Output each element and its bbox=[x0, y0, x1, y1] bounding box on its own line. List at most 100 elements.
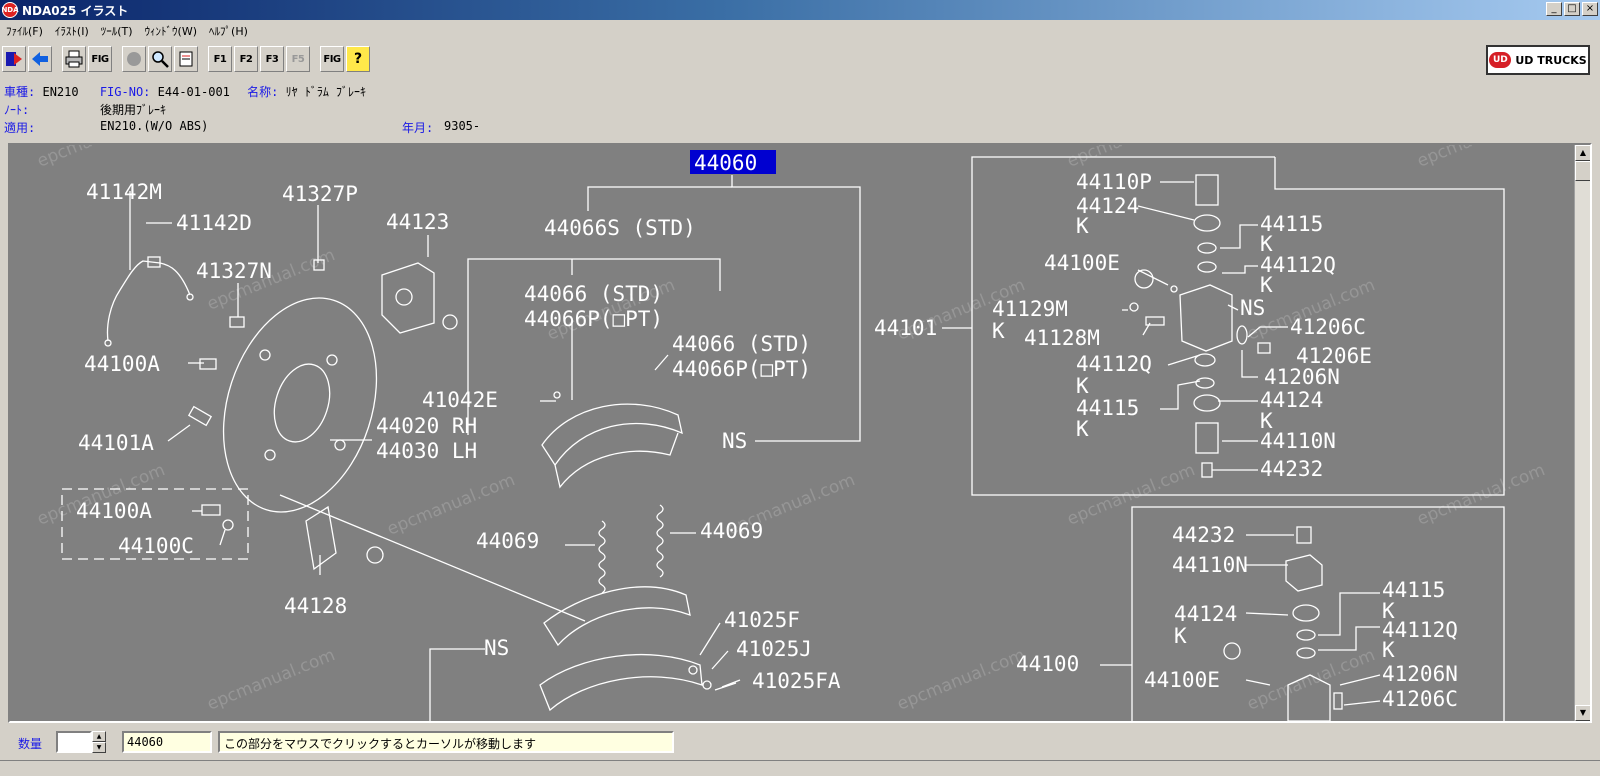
part-label[interactable]: 44100A bbox=[84, 352, 160, 376]
part-label[interactable]: 44115 bbox=[1076, 396, 1139, 420]
cylinder-assembly-drawing bbox=[1223, 526, 1343, 721]
part-label[interactable]: 44124 bbox=[1260, 388, 1323, 412]
menu-file[interactable]: ﾌｧｲﾙ(F) bbox=[6, 25, 43, 38]
part-label[interactable]: 41142M bbox=[86, 180, 162, 204]
part-label[interactable]: 44128 bbox=[284, 594, 347, 618]
part-label[interactable]: 44100 bbox=[1016, 652, 1079, 676]
scroll-thumb[interactable] bbox=[1575, 161, 1590, 181]
app-icon[interactable]: NDA bbox=[1, 2, 19, 18]
menu-illustration[interactable]: ｲﾗｽﾄ(I) bbox=[54, 25, 89, 38]
zoom-button[interactable] bbox=[148, 46, 172, 72]
part-label-selected[interactable]: 44060 bbox=[694, 151, 757, 175]
part-label[interactable]: 41025J bbox=[736, 637, 812, 661]
parts-diagram[interactable]: epcmanual.com epcmanual.com epcmanual.co… bbox=[10, 145, 1574, 721]
part-label[interactable]: 44066P(□PT) bbox=[672, 357, 811, 381]
part-label[interactable]: 41206E bbox=[1296, 344, 1372, 368]
part-label[interactable]: 44123 bbox=[386, 210, 449, 234]
part-label[interactable]: K bbox=[1076, 374, 1089, 398]
part-label[interactable]: 44069 bbox=[700, 519, 763, 543]
part-label[interactable]: 44020 RH bbox=[376, 414, 477, 438]
part-label[interactable]: 44124 bbox=[1174, 602, 1237, 626]
part-number-field[interactable]: 44060 bbox=[122, 731, 212, 753]
fig-button[interactable]: FIG bbox=[88, 46, 112, 72]
part-label[interactable]: 41327N bbox=[196, 259, 272, 283]
part-label[interactable]: 44066 (STD) bbox=[524, 282, 663, 306]
part-label[interactable]: 44232 bbox=[1172, 523, 1235, 547]
part-label[interactable]: 44115 bbox=[1382, 578, 1445, 602]
help-button[interactable]: ? bbox=[346, 46, 370, 72]
stepper-down-icon[interactable]: ▼ bbox=[92, 742, 106, 753]
exit-icon bbox=[6, 52, 22, 66]
part-label[interactable]: 44115 bbox=[1260, 212, 1323, 236]
note-value: 後期用ﾌﾞﾚｰｷ bbox=[100, 103, 167, 117]
part-label[interactable]: K bbox=[1174, 624, 1187, 648]
scroll-down-icon[interactable]: ▼ bbox=[1575, 705, 1590, 721]
part-label[interactable]: 41206C bbox=[1290, 315, 1366, 339]
selected-part-highlight[interactable] bbox=[690, 150, 776, 174]
part-label[interactable]: 44110P bbox=[1076, 170, 1152, 194]
stepper-up-icon[interactable]: ▲ bbox=[92, 731, 106, 742]
part-label[interactable]: 44232 bbox=[1260, 457, 1323, 481]
stop-button[interactable] bbox=[122, 46, 146, 72]
vertical-scrollbar[interactable]: ▲ ▼ bbox=[1574, 145, 1590, 721]
part-label[interactable]: 44124 bbox=[1076, 194, 1139, 218]
left-part-labels: 41142M 41142D 41327P 41327N 44123 44066S… bbox=[76, 180, 841, 693]
part-label[interactable]: K bbox=[1260, 273, 1273, 297]
minimize-button[interactable]: _ bbox=[1546, 2, 1562, 16]
part-label[interactable]: 44101 bbox=[874, 316, 937, 340]
quantity-input[interactable] bbox=[56, 731, 92, 753]
part-label[interactable]: 41206C bbox=[1382, 687, 1458, 711]
part-label[interactable]: K bbox=[1260, 232, 1273, 256]
part-label[interactable]: K bbox=[1382, 599, 1395, 623]
part-label[interactable]: 44066P(□PT) bbox=[524, 307, 663, 331]
part-label[interactable]: NS bbox=[722, 429, 747, 453]
part-label[interactable]: 41206N bbox=[1382, 662, 1458, 686]
part-label[interactable]: 41142D bbox=[176, 211, 252, 235]
part-label[interactable]: 41206N bbox=[1264, 365, 1340, 389]
f1-button[interactable]: F1 bbox=[208, 46, 232, 72]
part-label[interactable]: K bbox=[992, 319, 1005, 343]
part-label[interactable]: 44100A bbox=[76, 499, 152, 523]
part-label[interactable]: 44112Q bbox=[1076, 352, 1152, 376]
f2-button[interactable]: F2 bbox=[234, 46, 258, 72]
maximize-button[interactable]: □ bbox=[1564, 2, 1580, 16]
illustration-canvas[interactable]: epcmanual.com epcmanual.com epcmanual.co… bbox=[8, 143, 1592, 723]
part-label[interactable]: NS bbox=[484, 636, 509, 660]
menu-window[interactable]: ｳｨﾝﾄﾞｳ(W) bbox=[144, 25, 198, 38]
part-label[interactable]: 44100C bbox=[118, 534, 194, 558]
part-label[interactable]: 41327P bbox=[282, 182, 358, 206]
scroll-up-icon[interactable]: ▲ bbox=[1575, 145, 1590, 161]
part-label[interactable]: 44110N bbox=[1260, 429, 1336, 453]
part-label[interactable]: 41042E bbox=[422, 388, 498, 412]
part-label[interactable]: 41129M bbox=[992, 297, 1068, 321]
close-button[interactable]: × bbox=[1582, 2, 1598, 16]
menu-tools[interactable]: ﾂｰﾙ(T) bbox=[100, 25, 133, 38]
part-label[interactable]: K bbox=[1076, 214, 1089, 238]
quantity-stepper[interactable]: ▲ ▼ bbox=[92, 731, 106, 753]
print-button[interactable] bbox=[62, 46, 86, 72]
menu-help[interactable]: ﾍﾙﾌﾟ(H) bbox=[209, 25, 248, 38]
part-label[interactable]: 44066S (STD) bbox=[544, 216, 696, 240]
back-button[interactable] bbox=[28, 46, 52, 72]
exit-button[interactable] bbox=[2, 46, 26, 72]
part-label[interactable]: 44066 (STD) bbox=[672, 332, 811, 356]
part-label[interactable]: 44100E bbox=[1144, 668, 1220, 692]
part-label[interactable]: 44069 bbox=[476, 529, 539, 553]
part-label[interactable]: 44030 LH bbox=[376, 439, 477, 463]
part-label[interactable]: 44110N bbox=[1172, 553, 1248, 577]
part-label[interactable]: 44101A bbox=[78, 431, 154, 455]
part-label[interactable]: K bbox=[1076, 417, 1089, 441]
part-label[interactable]: NS bbox=[1240, 296, 1265, 320]
part-label[interactable]: 44112Q bbox=[1260, 253, 1336, 277]
part-label[interactable]: 41128M bbox=[1024, 326, 1100, 350]
part-label[interactable]: 44112Q bbox=[1382, 618, 1458, 642]
book-button[interactable] bbox=[174, 46, 198, 72]
f3-button[interactable]: F3 bbox=[260, 46, 284, 72]
part-label[interactable]: K bbox=[1382, 638, 1395, 662]
part-label[interactable]: K bbox=[1260, 409, 1273, 433]
part-label[interactable]: 41025FA bbox=[752, 669, 841, 693]
f5-button[interactable]: F5 bbox=[286, 46, 310, 72]
part-label[interactable]: 41025F bbox=[724, 608, 800, 632]
part-label[interactable]: 44100E bbox=[1044, 251, 1120, 275]
fig-list-button[interactable]: FIG bbox=[320, 46, 344, 72]
